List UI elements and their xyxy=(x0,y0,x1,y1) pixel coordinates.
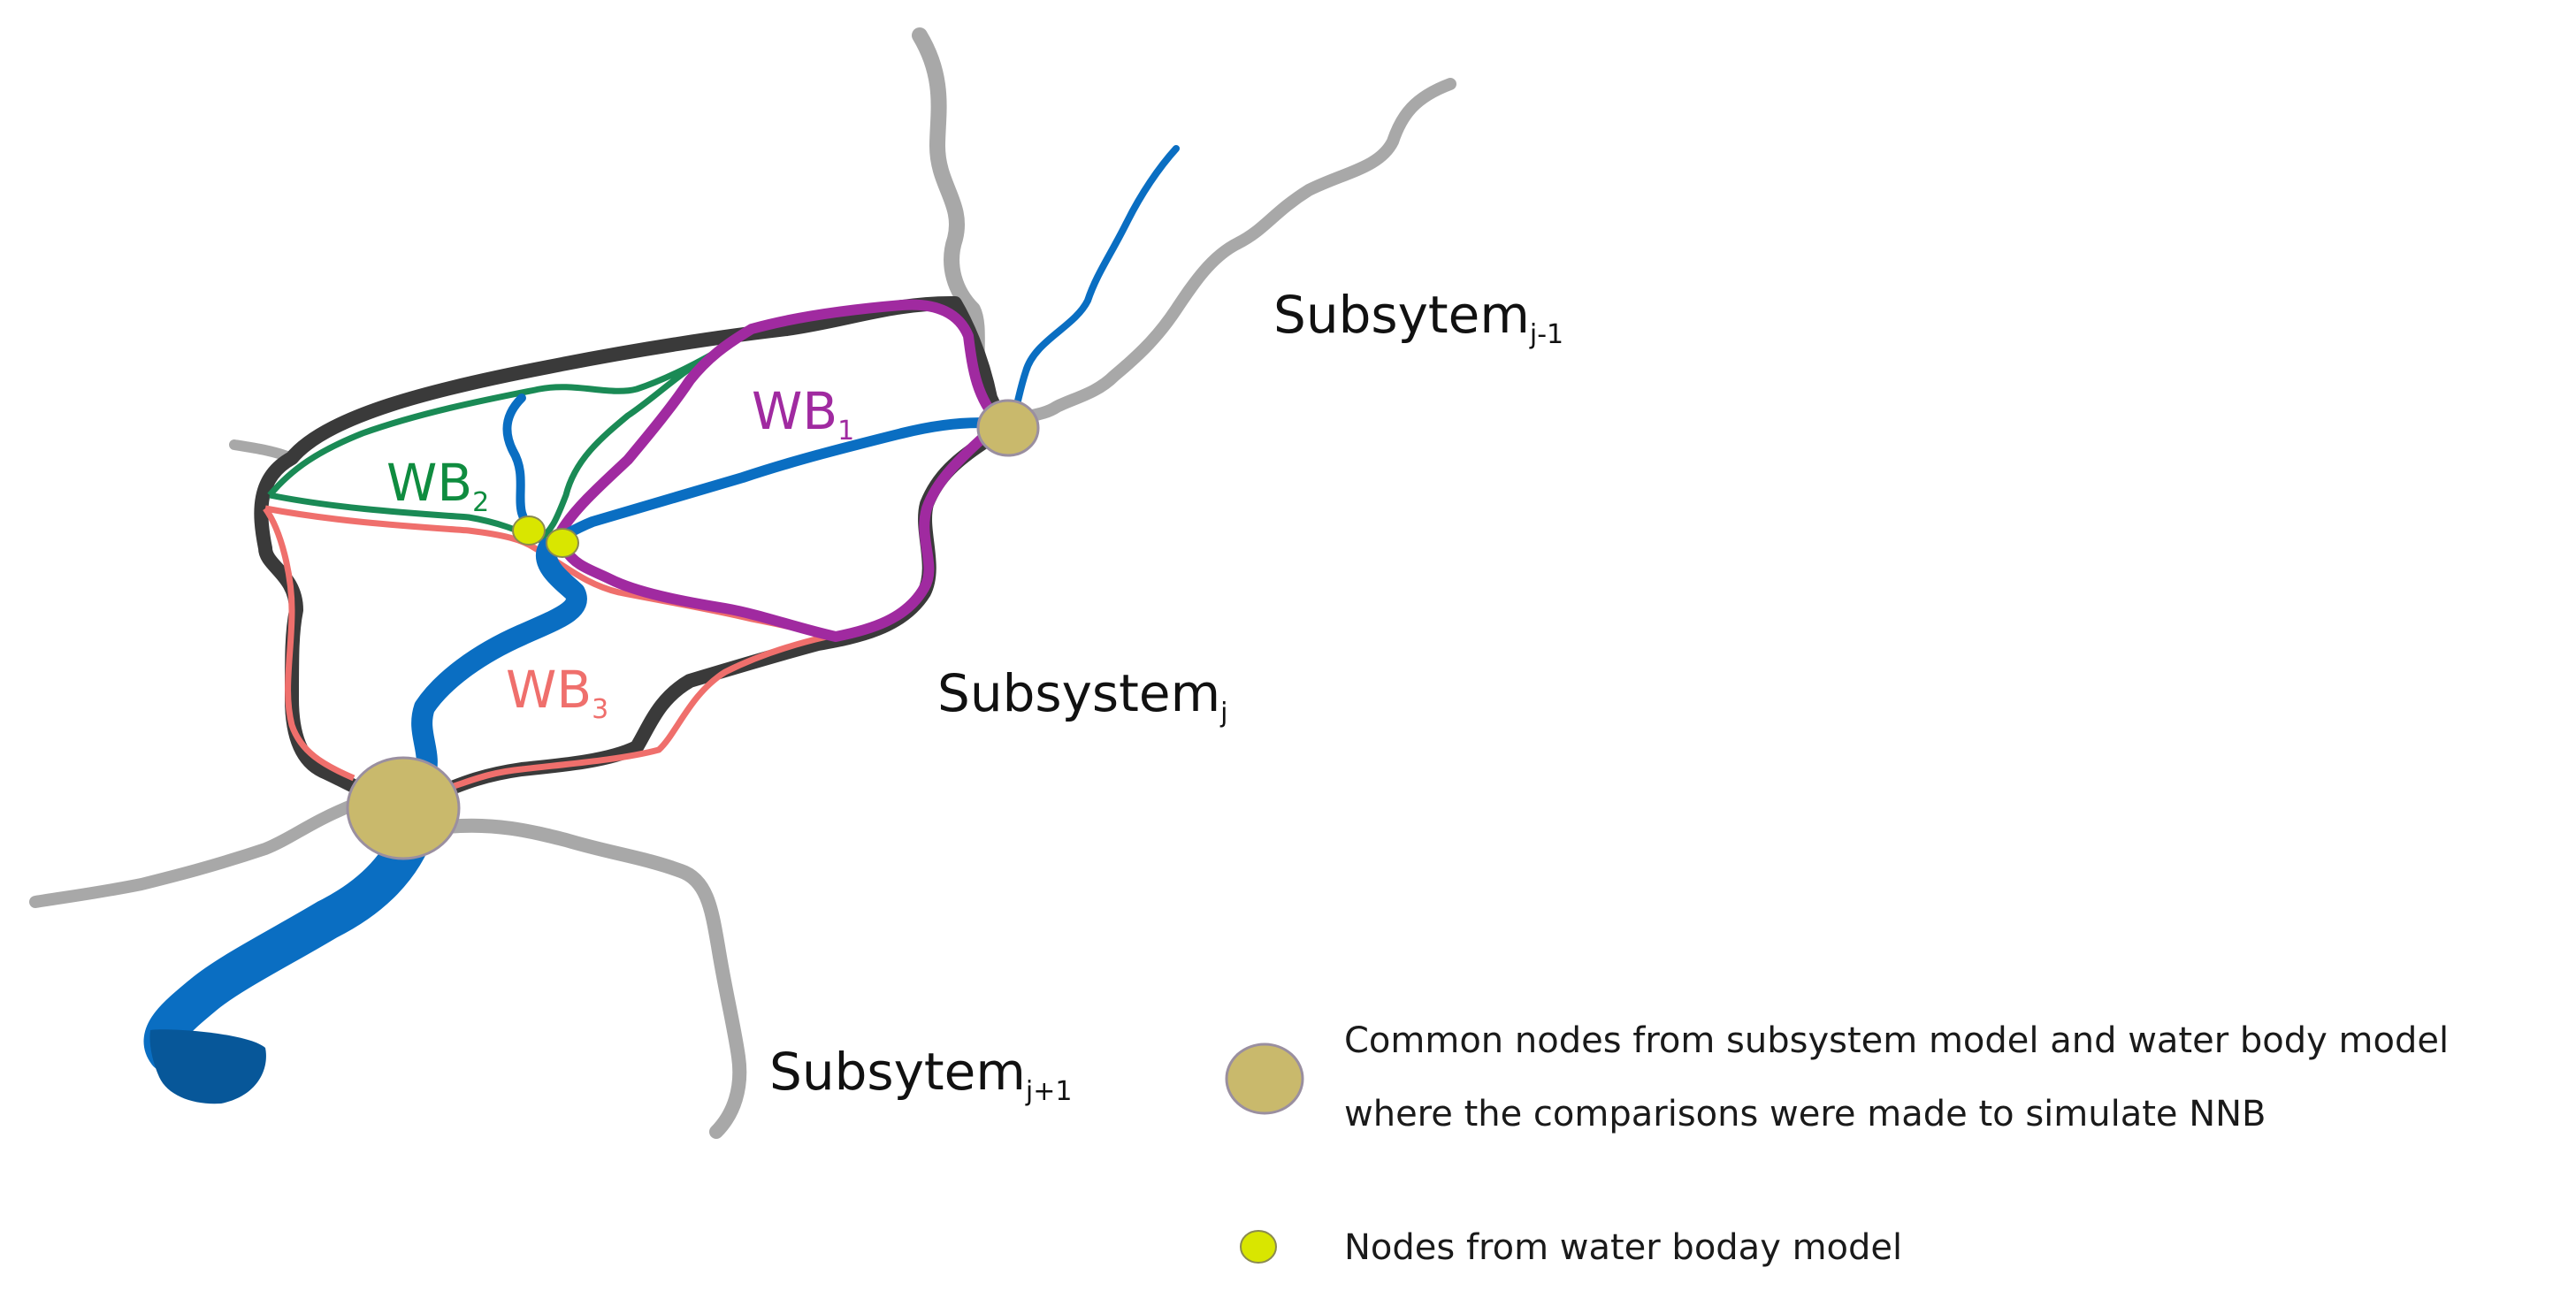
legend-common-nodes-line1: Common nodes from subsystem model and wa… xyxy=(1344,1020,2449,1061)
wb2-label-index: 2 xyxy=(472,487,489,518)
legend-wb-node-swatch xyxy=(1240,1230,1277,1264)
subsystem-upstream-index: j-1 xyxy=(1529,319,1563,350)
upper-right-gray-river xyxy=(1002,78,1456,428)
subsystem-downstream-index: j+1 xyxy=(1025,1076,1073,1107)
legend-common-nodes-line2: where the comparisons were made to simul… xyxy=(1344,1094,2266,1134)
lower-right-gray-river xyxy=(440,818,747,1139)
wb3-label-index: 3 xyxy=(592,694,608,725)
subsystem-current-base: Subsystem xyxy=(937,663,1220,723)
legend-common-node-swatch xyxy=(1225,1043,1304,1115)
subsystem-downstream-base: Subsytem xyxy=(769,1042,1026,1102)
wb2-label: WB2 xyxy=(386,453,489,518)
wb2-label-base: WB xyxy=(386,453,472,513)
downstream-blue-river xyxy=(143,806,436,1073)
wb3-left-edge xyxy=(263,506,355,782)
common-nodes xyxy=(346,399,1040,860)
lower-left-gray-river xyxy=(29,798,360,908)
wb1-blue-river xyxy=(552,417,1012,545)
upper-blue-tributary xyxy=(1005,145,1180,428)
legend-wb-nodes-label: Nodes from water boday model xyxy=(1344,1227,1902,1268)
subsystem-boundary xyxy=(254,295,1005,808)
wb1-label-base: WB xyxy=(752,381,837,441)
wb1-label-index: 1 xyxy=(837,416,854,447)
wb1-label: WB1 xyxy=(752,381,854,447)
subsystem-upstream-base: Subsytem xyxy=(1273,285,1530,345)
river-outlet xyxy=(149,1029,266,1104)
wb-node-left xyxy=(512,516,546,546)
wb-node-right xyxy=(546,528,579,558)
wb3-label: WB3 xyxy=(506,660,608,725)
subsystem-upstream-label: Subsytemj-1 xyxy=(1273,285,1563,350)
wb-nodes xyxy=(512,516,579,558)
wb2-boundary xyxy=(267,348,720,544)
subsystem-current-label: Subsystemj xyxy=(937,663,1227,729)
wb3-label-base: WB xyxy=(506,660,592,720)
outlet-common-node xyxy=(346,756,461,860)
legend: Common nodes from subsystem model and wa… xyxy=(1225,1020,2449,1268)
subsystem-current-index: j xyxy=(1219,698,1227,729)
subsystem-downstream-label: Subsytemj+1 xyxy=(769,1042,1072,1107)
upstream-common-node xyxy=(976,399,1040,457)
